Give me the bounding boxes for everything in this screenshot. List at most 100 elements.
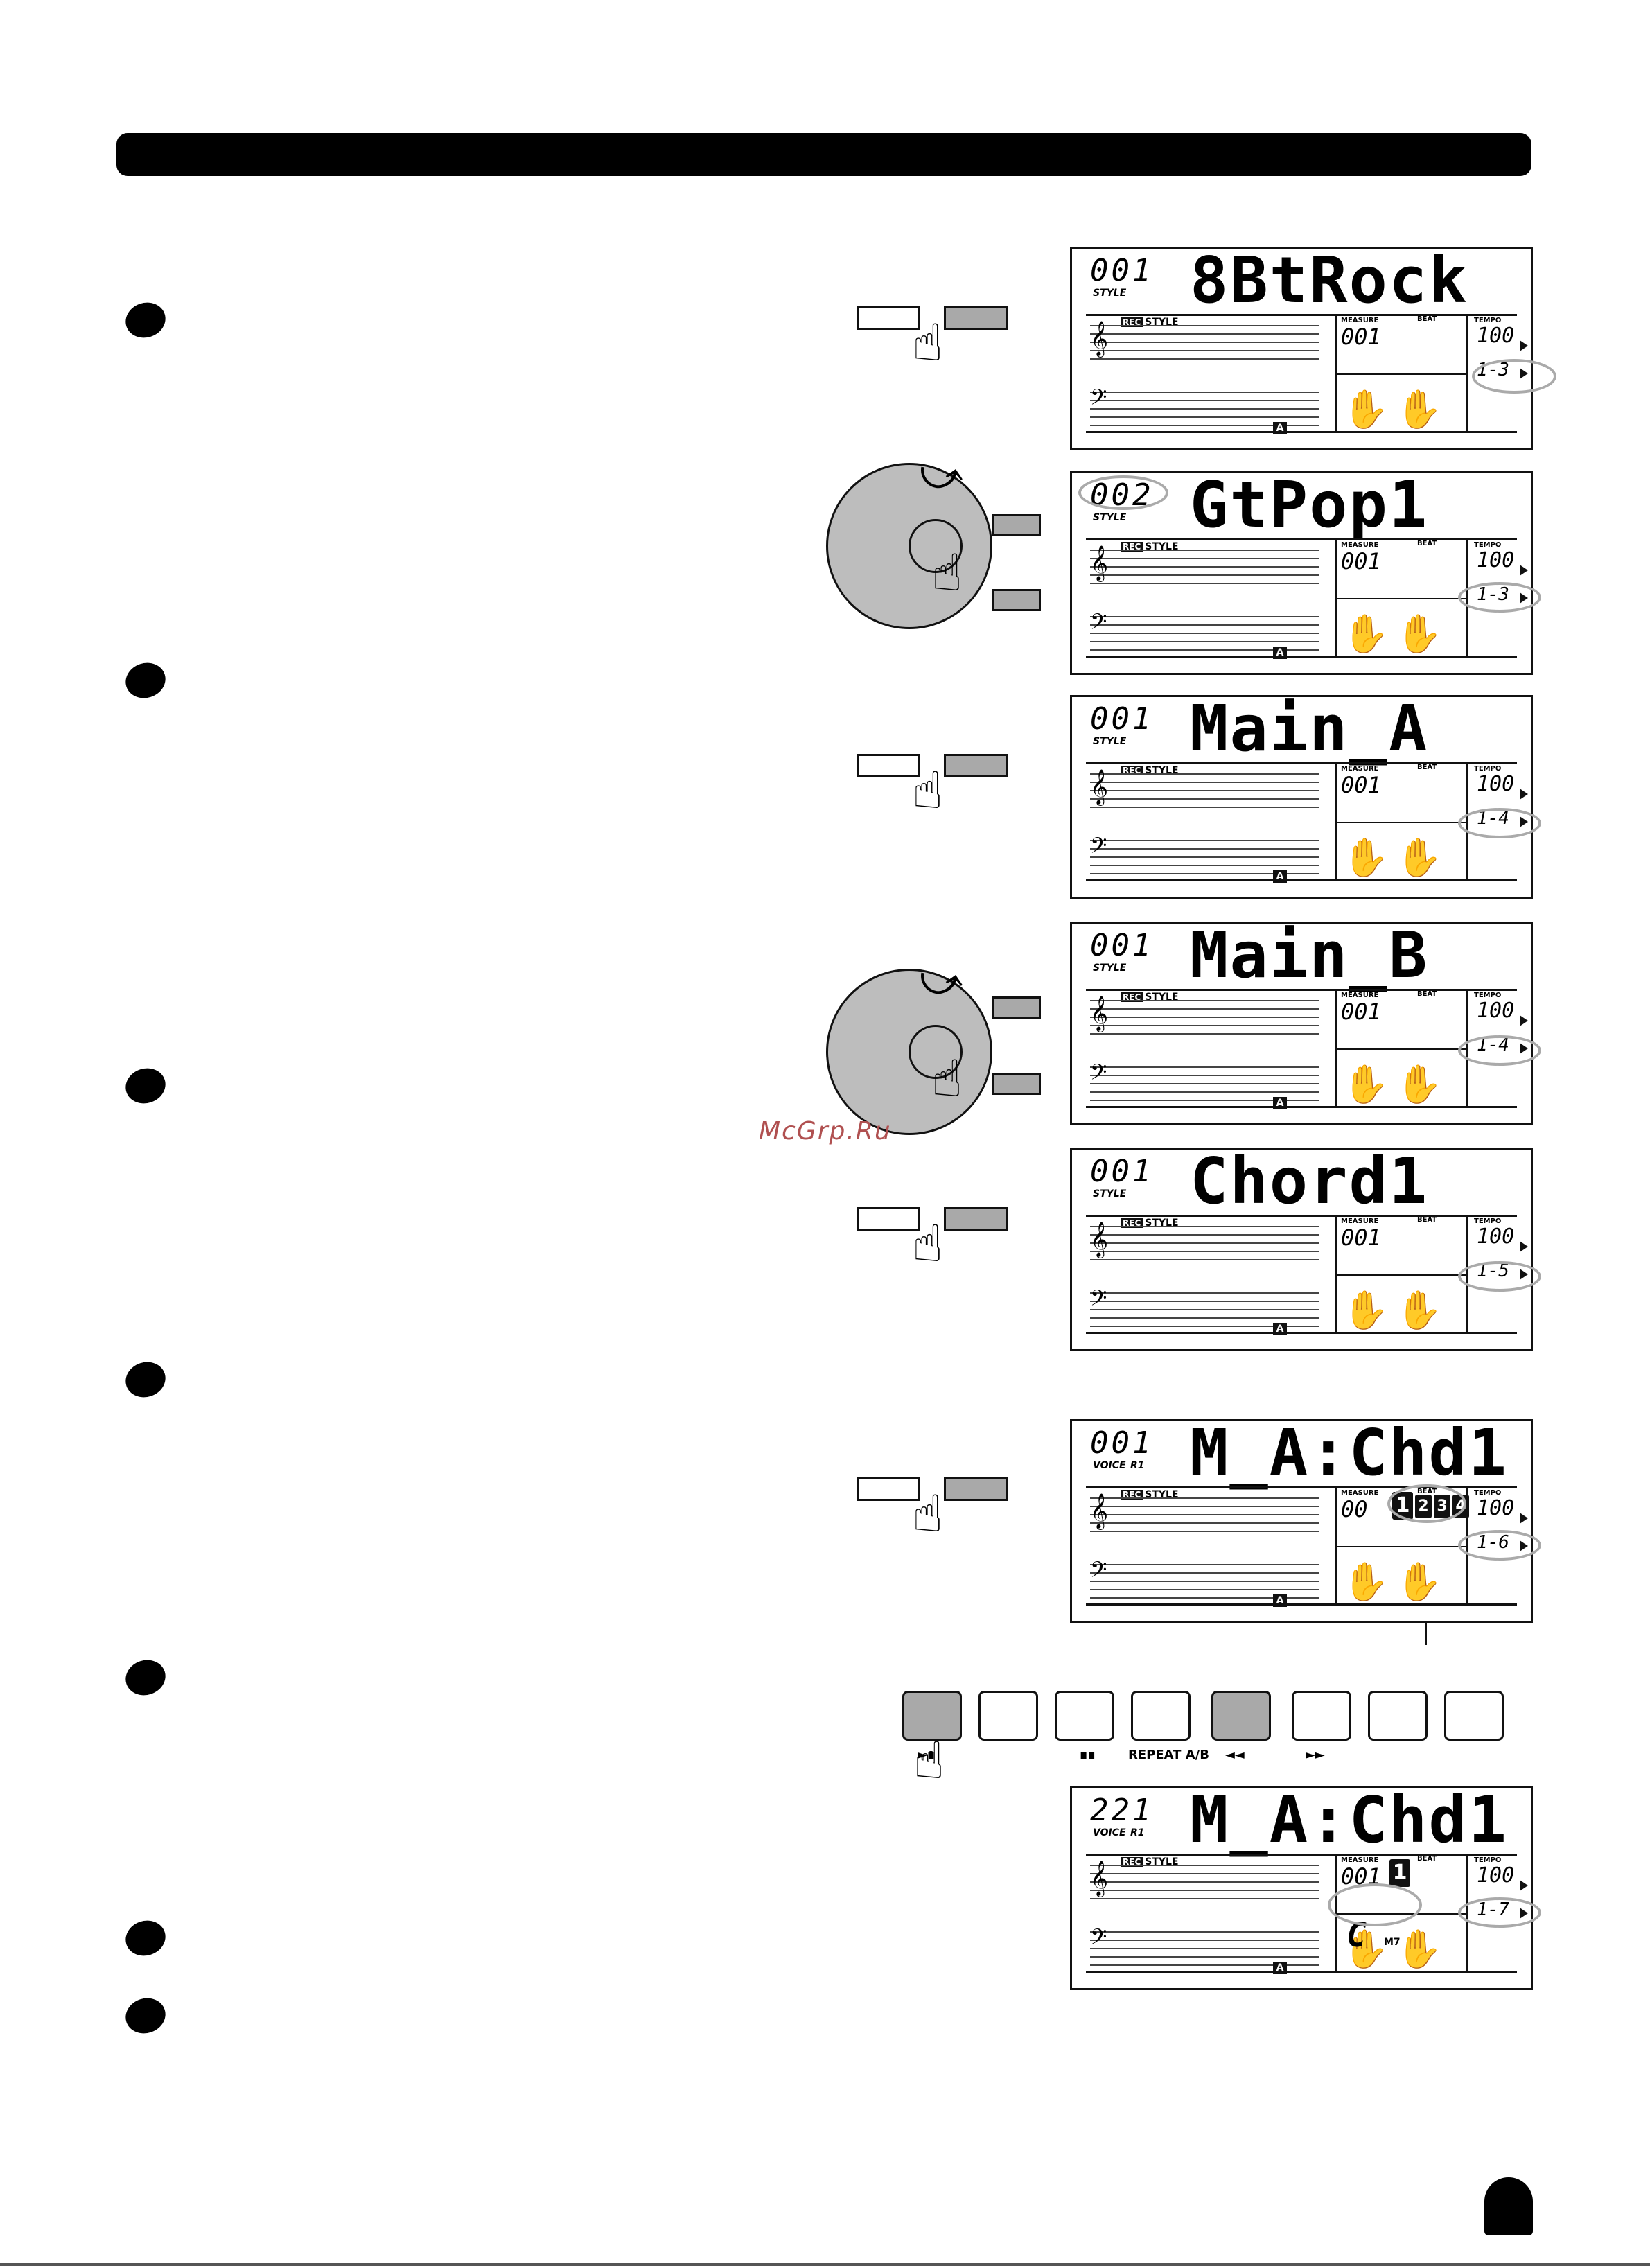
- staff-line: [1090, 1506, 1319, 1507]
- staff-line: [1090, 1100, 1319, 1101]
- fast-forward-button[interactable]: [1292, 1691, 1351, 1741]
- divider: [1086, 431, 1517, 433]
- arrow-icon: [1520, 1241, 1528, 1252]
- staff-line: [1090, 1008, 1319, 1010]
- panel-button[interactable]: [857, 1477, 920, 1501]
- divider: [1335, 822, 1467, 823]
- highlight-oval: [1328, 1883, 1422, 1926]
- measure-value: 001: [1341, 324, 1381, 350]
- section-a-badge: A: [1273, 1962, 1287, 1974]
- style-label: STYLE: [1093, 512, 1127, 523]
- beat-label: BEAT: [1417, 1216, 1437, 1224]
- staff-line: [1090, 1522, 1319, 1524]
- panel-button-pressed[interactable]: [944, 754, 1008, 777]
- pause-button[interactable]: [1055, 1691, 1114, 1741]
- divider: [1086, 1854, 1517, 1856]
- section-a-badge: A: [1273, 1323, 1287, 1335]
- dial-knob[interactable]: [909, 1025, 963, 1079]
- divider: [1086, 314, 1517, 316]
- data-dial[interactable]: [826, 969, 992, 1135]
- bass-clef-icon: 𝄢: [1090, 833, 1107, 863]
- panel-button[interactable]: [857, 754, 920, 777]
- staff-line: [1090, 558, 1319, 559]
- start-stop-button[interactable]: [902, 1691, 962, 1741]
- highlight-oval: [1458, 1261, 1541, 1292]
- staff-line: [1090, 1581, 1319, 1582]
- rec-label: REC: [1121, 1490, 1143, 1500]
- divider: [1086, 1603, 1517, 1606]
- plus-button[interactable]: [992, 514, 1041, 536]
- panel-button-pressed[interactable]: [944, 306, 1008, 330]
- staff-line: [1090, 633, 1319, 634]
- chord-type: M7: [1384, 1937, 1401, 1948]
- dial-hand-icon: ☝: [931, 1049, 963, 1109]
- staff-line: [1090, 840, 1319, 841]
- lcd-main-text: 8BtRock: [1190, 243, 1468, 317]
- dial-knob[interactable]: [909, 519, 963, 573]
- beat-label: BEAT: [1417, 764, 1437, 771]
- staff-line: [1090, 1865, 1319, 1866]
- tempo-value: 100: [1477, 772, 1515, 796]
- measure-value: 001: [1341, 999, 1381, 1025]
- divider: [1086, 762, 1517, 764]
- minus-button[interactable]: [992, 1073, 1041, 1095]
- treble-clef-icon: 𝄞: [1090, 545, 1109, 581]
- staff-line: [1090, 425, 1319, 426]
- staff-line: [1090, 856, 1319, 858]
- hands-icon: ✋✋: [1342, 1062, 1450, 1106]
- lcd-number: 001: [1090, 701, 1154, 737]
- bass-clef-icon: 𝄢: [1090, 1924, 1107, 1955]
- staff-line: [1090, 1033, 1319, 1035]
- staff-line: [1090, 1317, 1319, 1319]
- staff-line: [1090, 1597, 1319, 1599]
- hands-icon: ✋✋: [1342, 1927, 1450, 1971]
- divider: [1335, 373, 1467, 375]
- staff-line: [1090, 865, 1319, 866]
- rewind-button[interactable]: [1211, 1691, 1271, 1741]
- style-label: STYLE: [1093, 288, 1127, 299]
- panel-button[interactable]: [857, 306, 920, 330]
- lcd-main-text: GtPop1: [1190, 468, 1429, 542]
- voice-label: VOICE: [1093, 1460, 1126, 1471]
- lcd-main-text: Main_B: [1190, 918, 1429, 992]
- divider: [1335, 1048, 1467, 1050]
- staff-line: [1090, 1309, 1319, 1310]
- repeat-ab-button[interactable]: [1131, 1691, 1191, 1741]
- dial-hand-icon: ☝: [931, 543, 963, 603]
- pad-button[interactable]: [1368, 1691, 1428, 1741]
- treble-clef-icon: 𝄞: [1090, 996, 1109, 1031]
- tempo-label: TEMPO: [1474, 541, 1502, 549]
- plus-button[interactable]: [992, 996, 1041, 1019]
- staff-line: [1090, 350, 1319, 351]
- panel-button-pressed[interactable]: [944, 1207, 1008, 1231]
- beat-label: BEAT: [1417, 540, 1437, 547]
- pad-button[interactable]: [1444, 1691, 1504, 1741]
- staff-line: [1090, 1948, 1319, 1949]
- section-title-bar: [116, 133, 1531, 176]
- staff-line: [1090, 416, 1319, 418]
- arrow-icon: [1520, 789, 1528, 800]
- divider: [1335, 1274, 1467, 1276]
- pressing-hand-icon: ☝: [912, 1214, 944, 1274]
- panel-button[interactable]: [857, 1207, 920, 1231]
- pad-button[interactable]: [978, 1691, 1038, 1741]
- staff-line: [1090, 358, 1319, 360]
- panel-button-pressed[interactable]: [944, 1477, 1008, 1501]
- minus-button[interactable]: [992, 589, 1041, 611]
- staff-line: [1090, 1292, 1319, 1294]
- staff-line: [1090, 1572, 1319, 1574]
- data-dial[interactable]: [826, 463, 992, 629]
- divider: [1335, 598, 1467, 599]
- beat-label: BEAT: [1417, 990, 1437, 998]
- staff-line: [1090, 1514, 1319, 1515]
- staff-line: [1090, 1531, 1319, 1532]
- staff-line: [1090, 1497, 1319, 1499]
- tempo-label: TEMPO: [1474, 1217, 1502, 1225]
- tempo-label: TEMPO: [1474, 317, 1502, 324]
- tempo-value: 100: [1477, 324, 1515, 348]
- staff-line: [1090, 616, 1319, 617]
